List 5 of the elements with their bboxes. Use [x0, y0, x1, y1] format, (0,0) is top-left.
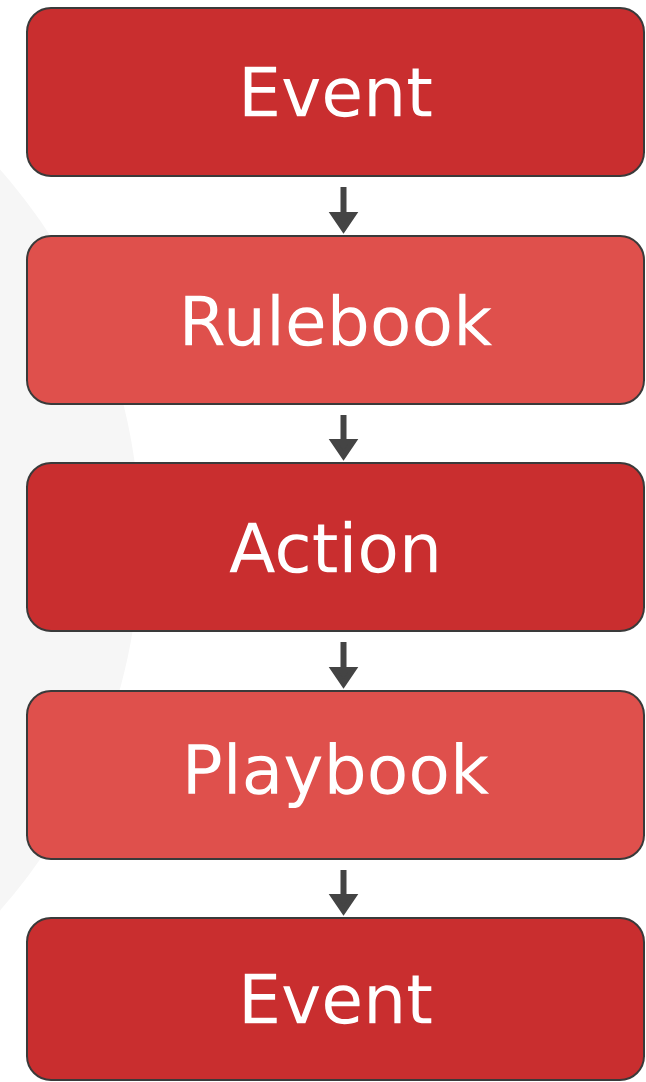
- process-box: Action: [26, 462, 645, 632]
- process-box: Event: [26, 7, 645, 177]
- process-box: Playbook: [26, 690, 645, 860]
- process-box: Rulebook: [26, 235, 645, 405]
- process-box: Event: [26, 917, 645, 1081]
